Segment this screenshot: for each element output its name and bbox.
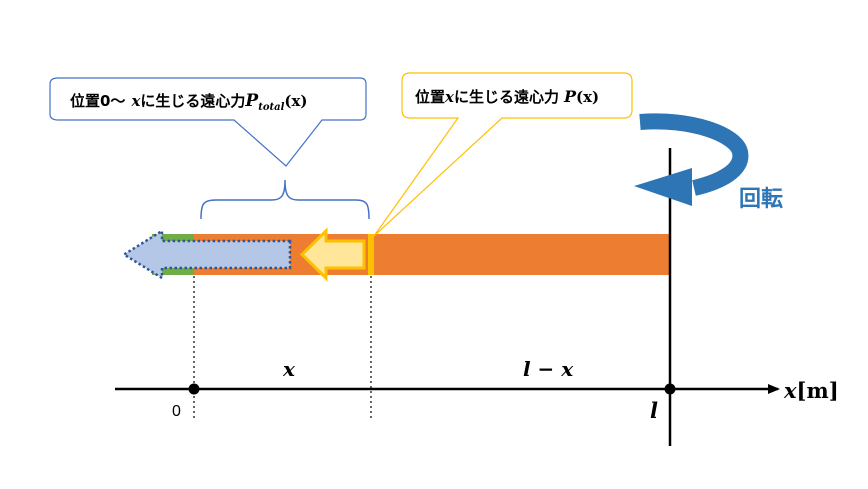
- axis-label: x[m]: [783, 378, 839, 403]
- end-label: l: [650, 398, 658, 423]
- point-force-arrow: [299, 227, 366, 282]
- origin-point: [188, 383, 200, 395]
- position-x-slice: [368, 234, 374, 275]
- rotation-arrowhead: [634, 168, 692, 206]
- segment-label-l-minus-x: l − x: [523, 357, 574, 381]
- total-force-arrow: [121, 228, 292, 281]
- origin-label: 0: [172, 403, 181, 420]
- callout-point-box: [373, 72, 633, 237]
- callout-total-text: 位置0〜xに生じる遠心力Ptotal(x): [70, 91, 308, 113]
- end-point: [664, 383, 676, 395]
- rotation-arc: [639, 113, 749, 196]
- rotation-label: 回転: [739, 186, 783, 212]
- segment-label-x: x: [282, 357, 296, 381]
- callout-total-box: [49, 77, 367, 167]
- brace-bracket: [200, 179, 370, 220]
